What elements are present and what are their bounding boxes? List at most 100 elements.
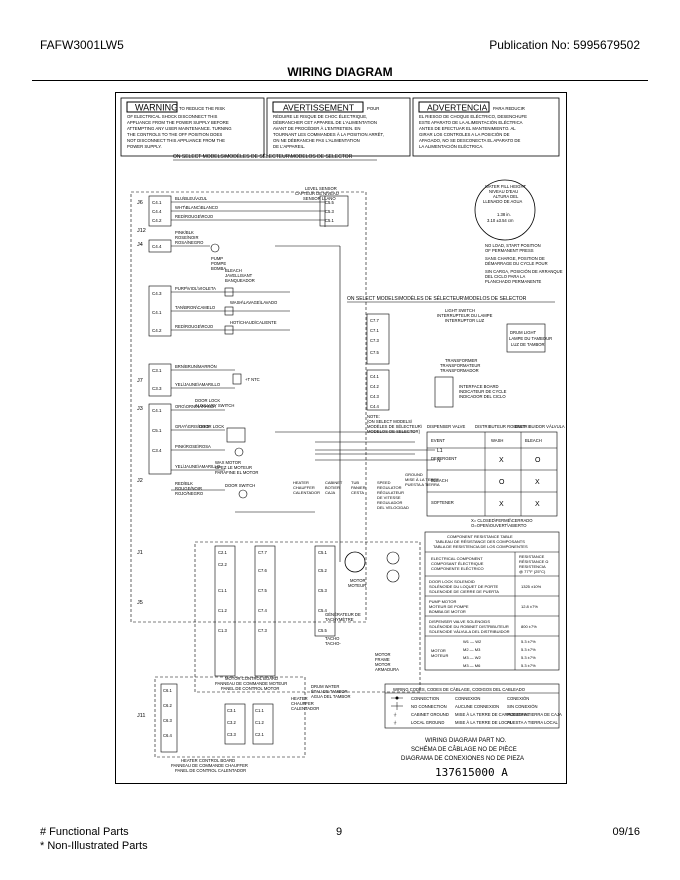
wire-label-pinkblk: PINK/BLK [175, 230, 194, 235]
svg-text:INDICADOR DEL CICLO: INDICADOR DEL CICLO [459, 394, 506, 399]
wiring-codes-table: WIRING CODES, CODES DE CÂBLAGE, CODIGOS … [384, 683, 562, 729]
wire-label-yellow: YEL\JAUNE\AMARILLO [175, 382, 221, 387]
wire-label-rosanegro: ROSA/NEGRO [175, 240, 204, 245]
publication-number: Publication No: 5995679502 [489, 38, 640, 52]
svg-text:BLEACH: BLEACH [225, 268, 242, 273]
svg-text:INTERRUPTEUR DU LAMPE: INTERRUPTEUR DU LAMPE [437, 313, 493, 318]
wire-label-rougenoir: ROUGE/NOIR [175, 486, 202, 491]
svg-text:12.8 ±7%: 12.8 ±7% [521, 604, 538, 609]
wire-label-orange: ORG\ORN\NARANJA [175, 404, 216, 409]
functional-parts-note: # Functional Parts [40, 826, 129, 838]
warning-fr: AVERTISSEMENT POUR RÉDUIRE LE RISQUE DE … [266, 97, 411, 157]
svg-text:INTERFACE BOARD: INTERFACE BOARD [459, 384, 499, 389]
svg-text:DISTRIBUTEUR ROBINET: DISTRIBUTEUR ROBINET [475, 424, 526, 429]
svg-text:C3.2: C3.2 [227, 720, 237, 725]
svg-text:800 ±7%: 800 ±7% [521, 624, 537, 629]
svg-text:C5.4: C5.4 [318, 608, 328, 613]
svg-text:C5.1: C5.1 [325, 218, 335, 223]
svg-text:C7.3: C7.3 [370, 338, 380, 343]
svg-text:C2.2: C2.2 [218, 562, 228, 567]
svg-text:TACHO: TACHO [325, 636, 340, 641]
wire-group-left [171, 196, 415, 562]
svg-text:PANEL DE CONTROL CALENTADOR: PANEL DE CONTROL CALENTADOR [175, 768, 246, 773]
svg-text:CHAUFFER: CHAUFFER [291, 701, 314, 706]
svg-text:TACHYMÈTRE: TACHYMÈTRE [325, 617, 354, 622]
svg-text:SANS CHARGE, POSITION DE: SANS CHARGE, POSITION DE [485, 256, 545, 261]
svg-text:O: O [499, 479, 505, 486]
svg-text:DIAGRAMA DE CONEXIONES NO DE P: DIAGRAMA DE CONEXIONES NO DE PIEZA [401, 756, 524, 762]
svg-text:INTERRUPTOR LUZ: INTERRUPTOR LUZ [445, 318, 485, 323]
svg-text:HEATER: HEATER [293, 480, 309, 485]
connector-j4: J4 [137, 242, 143, 248]
svg-text:MOTEUR: MOTEUR [348, 583, 366, 588]
svg-text:CABINET GROUND: CABINET GROUND [411, 712, 449, 717]
svg-text:OF PERMANENT PRESS: OF PERMANENT PRESS [485, 248, 534, 253]
svg-text:C2.1: C2.1 [255, 732, 265, 737]
svg-text:C5.1: C5.1 [152, 428, 162, 433]
svg-text:@ 77°F (25°C): @ 77°F (25°C) [519, 569, 546, 574]
ground-symbols: HEATER CHAUFFER CALENTADOR CABINET BOTIE… [293, 472, 440, 510]
svg-text:WATER FILL HEIGHT: WATER FILL HEIGHT [485, 184, 526, 189]
pin-block-j6: C4.1 C4.4 C4.2 [148, 195, 172, 227]
heater-control-board: C6.1 C6.2 C6.3 C6.4 C3.1 C3.2 C3.3 C1.1 … [160, 683, 319, 773]
svg-text:MOTOR: MOTOR [375, 652, 391, 657]
svg-text:GÉNÉRATEUR DE: GÉNÉRATEUR DE [325, 612, 361, 617]
svg-text:MOTEUR DE POMPE: MOTEUR DE POMPE [429, 604, 469, 609]
svg-text:C7.4: C7.4 [258, 608, 268, 613]
svg-text:PUMP MOTOR: PUMP MOTOR [429, 599, 457, 604]
svg-text:NOTE:: NOTE: [367, 414, 380, 419]
svg-text:C7.5: C7.5 [258, 588, 268, 593]
svg-text:BOMBA DE MOTOR: BOMBA DE MOTOR [429, 609, 466, 614]
svg-text:WASH: WASH [491, 438, 503, 443]
select-models-label-2: ON SELECT MODELS\MODÈLES DE SÉLECTEUR\MO… [347, 295, 527, 302]
svg-text:DISTRIBUIDOR VÁLVULA: DISTRIBUIDOR VÁLVULA [515, 424, 565, 429]
svg-text:RESISTANCE: RESISTANCE [519, 554, 545, 559]
svg-text:C3.1: C3.1 [152, 368, 162, 373]
svg-text:BANQUEADOR: BANQUEADOR [225, 278, 255, 283]
svg-text:EL RIESGO DE CHOQUE ELÉCTRICO,: EL RIESGO DE CHOQUE ELÉCTRICO, DESENCHUF… [419, 114, 527, 119]
svg-text:BLEACH: BLEACH [431, 478, 448, 483]
svg-text:W1 — W2: W1 — W2 [463, 639, 482, 644]
svg-text:NIVEAU D'EAU: NIVEAU D'EAU [489, 189, 518, 194]
svg-text:C4.4: C4.4 [152, 209, 162, 214]
svg-text:C3.1: C3.1 [227, 708, 237, 713]
part-number: 137615000 A [435, 766, 508, 779]
connector-j11: J11 [137, 713, 145, 719]
water-fill-gauge: WATER FILL HEIGHT NIVEAU D'EAU ALTURA DE… [474, 179, 563, 284]
svg-text:MOTEUR: MOTEUR [431, 653, 448, 658]
pin-block-j7: C3.1 C3.3 [148, 363, 172, 397]
svg-text:MOTOR: MOTOR [431, 648, 446, 653]
svg-text:BLEACH: BLEACH [525, 438, 542, 443]
select-models-label-1: ON SELECT MODELS\MODÈLES DE SÉLECTEUR\MO… [173, 153, 353, 160]
svg-text:C1.1: C1.1 [255, 708, 265, 713]
svg-text:ARMADURA: ARMADURA [375, 667, 399, 672]
svg-text:TRANSFORMADOR: TRANSFORMADOR [440, 368, 479, 373]
level-sensor: LEVEL SENSOR CAPTEUR DE NIVEAU SENSOR LL… [295, 186, 349, 227]
connector-j5: J5 [137, 600, 143, 606]
svg-text:WIRING DIAGRAM PART NO.: WIRING DIAGRAM PART NO. [425, 738, 507, 744]
svg-text:SIN CONEXIÓN: SIN CONEXIÓN [507, 704, 537, 709]
wire-label-rosenoir: ROSE/NOIR [175, 235, 199, 240]
svg-text:+T NTC: +T NTC [245, 377, 260, 382]
pump: PUMP POMPE BOMBA [210, 243, 226, 271]
svg-text:ATTEMPTING ANY USER MAINTENANC: ATTEMPTING ANY USER MAINTENANCE. TURNING [127, 126, 232, 131]
svg-text:SOLENOIDE VÁLVULA DEL DISTRIBU: SOLENOIDE VÁLVULA DEL DISTRIBUIDOR [429, 629, 510, 634]
svg-text:DEL VELOCIDAD: DEL VELOCIDAD [377, 505, 409, 510]
svg-text:M3 — M6: M3 — M6 [463, 663, 481, 668]
svg-text:EVENT: EVENT [431, 438, 445, 443]
svg-text:TABLA DE RESISTENCIA DE LOS CO: TABLA DE RESISTENCIA DE LOS COMPONENTES [433, 544, 528, 549]
svg-text:1325 ±10%: 1325 ±10% [521, 584, 542, 589]
svg-text:DOOR LOCK: DOOR LOCK [199, 424, 224, 429]
svg-text:5.3 ±7%: 5.3 ±7% [521, 639, 536, 644]
svg-text:CONNECTION: CONNECTION [411, 696, 439, 701]
svg-text:⏚: ⏚ [393, 712, 397, 717]
svg-text:C4.1: C4.1 [152, 310, 162, 315]
svg-text:CONEXIÓN: CONEXIÓN [507, 696, 529, 701]
svg-text:AGUA DEL TAMBOR: AGUA DEL TAMBOR [311, 694, 350, 699]
svg-text:DOOR LOCK: DOOR LOCK [195, 398, 220, 403]
svg-text:(ON SELECT MODELS\: (ON SELECT MODELS\ [367, 419, 413, 424]
svg-text:3.10 ±3.54 cm: 3.10 ±3.54 cm [487, 218, 514, 223]
svg-text:PANEL DE CONTROL MOTOR: PANEL DE CONTROL MOTOR [221, 686, 279, 691]
svg-text:LIGHT SWITCH: LIGHT SWITCH [445, 308, 475, 313]
svg-text:PUESTA A TIERRA DE CAJA: PUESTA A TIERRA DE CAJA [507, 712, 562, 717]
